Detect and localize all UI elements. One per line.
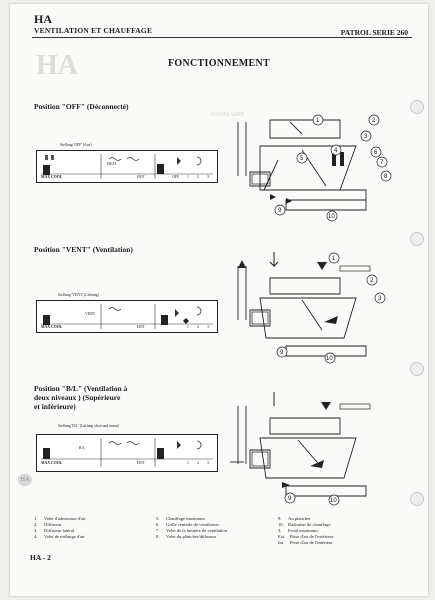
legend-item: 2.Diffuseur (34, 522, 62, 527)
callout-3: 3 (378, 296, 382, 302)
legend-item: 4.Volet de mélange d'air (34, 534, 85, 539)
callout-10: 10 (328, 214, 335, 220)
panel-label-speed-1: 1 (187, 461, 189, 465)
callout-8: 8 (384, 174, 388, 180)
legend-item: 7.Volet de la lumière de ventilation (156, 528, 228, 533)
callout-7: 7 (380, 160, 384, 166)
position-title-line-2: deux niveaux ) (Supérieure (34, 393, 121, 402)
bleed-through-text: SOMMAIRE (210, 112, 245, 118)
legend-column-3: 9.Au plancher 10.Radiateur de chauffage … (278, 516, 333, 546)
legend-column-1: 1.Volet d'admission d'air 2.Diffuseur 3.… (34, 516, 86, 540)
position-title-line-1: Position "B/L" (Ventilation à (34, 384, 128, 393)
callout-9: 9 (280, 350, 284, 356)
legend-item: 9.Au plancher (278, 516, 311, 521)
panel-caption: Stellung 'B/L' (Lüftung oben und unten) (58, 424, 119, 428)
bleed-through-text: HA (36, 50, 78, 81)
airflow-diagram-off: 1 2 3 4 5 6 7 8 9 10 (237, 114, 392, 222)
legend-item: 3.Froid maximum (278, 528, 318, 533)
callout-10: 10 (330, 498, 337, 504)
legend-item: Ext.Prise d'air de l'extérieur (278, 534, 334, 539)
airflow-diagram-vent: 1 2 3 9 10 (237, 252, 386, 364)
binder-hole (410, 362, 424, 376)
panel-caption: Stellung 'OFF' (Aus) (60, 143, 92, 147)
model-name: PATROL SERIE 260 (340, 28, 408, 37)
panel-label-b-l: B/L (79, 446, 85, 450)
callout-5: 5 (300, 156, 304, 162)
panel-label-hot: HOT (137, 325, 145, 329)
legend-item: Int.Prise d'air de l'intérieur (278, 540, 333, 545)
panel-label-speed-2: 2 (197, 461, 199, 465)
callout-3: 3 (364, 134, 368, 140)
panel-label-speed-2: 2 (197, 175, 199, 179)
panel-label-vent: VENT (85, 312, 96, 316)
header-rule (32, 37, 412, 38)
binder-hole (410, 232, 424, 246)
panel-label-speed-3: 3 (207, 461, 209, 465)
airflow-diagram-bl: 9 10 (230, 392, 371, 506)
panel-label-hot: HOT (137, 461, 145, 465)
binder-hole (410, 100, 424, 114)
legend-item: 3.Diffuseur latéral (34, 528, 75, 533)
panel-label-speed-1: 1 (187, 175, 189, 179)
panel-caption: Stellung 'VENT' (Lüftung) (58, 293, 99, 297)
panel-label-off: OFF (172, 175, 179, 179)
callout-4: 4 (334, 148, 338, 154)
callout-9: 9 (278, 208, 282, 214)
callout-2: 2 (370, 278, 374, 284)
panel-label-max-cool: MAX COOL (41, 325, 63, 329)
control-panel-graphic (41, 304, 213, 329)
legend-column-2: 5.Chauffage maximum 6.Grille centrale de… (156, 516, 227, 540)
legend-item: 1.Volet d'admission d'air (34, 516, 86, 521)
section-code: HA (34, 12, 52, 26)
position-title-line-3: et inférieure) (34, 402, 76, 411)
panel-label-hot: HOT (137, 175, 145, 179)
panel-label-heat: HEAT (107, 162, 117, 166)
panel-label-speed-2: 2 (197, 325, 199, 329)
legend-item: 6.Grille centrale de ventilation (156, 522, 219, 527)
position-title: Position "VENT" (Ventilation) (34, 245, 133, 254)
page-title: FONCTIONNEMENT (168, 58, 270, 69)
panel-label-max-cool: MAX COOL (41, 175, 63, 179)
position-title: Position "OFF" (Déconnecté) (34, 102, 129, 111)
panel-label-max-cool: MAX COOL (41, 461, 63, 465)
callout-2: 2 (372, 118, 376, 124)
callout-6: 6 (374, 150, 378, 156)
manual-page: HA SOMMAIRE HA VENTILATION ET CHAUFFAGE … (10, 4, 428, 596)
callout-10: 10 (326, 356, 333, 362)
callout-9: 9 (288, 496, 292, 502)
section-title: VENTILATION ET CHAUFFAGE (34, 26, 153, 35)
control-panel: MAX COOL VENT HOT 1 2 3 (36, 300, 218, 333)
side-tab: HA (18, 474, 32, 486)
legend-item: 10.Radiateur de chauffage (278, 522, 331, 527)
panel-label-speed-3: 3 (207, 325, 209, 329)
control-panel: MAX COOL B/L HOT 1 2 3 (36, 434, 218, 472)
callout-1: 1 (316, 118, 320, 124)
legend-item: 8.Volet du plancher/diffuseur (156, 534, 217, 539)
legend-item: 5.Chauffage maximum (156, 516, 205, 521)
control-panel: MAX COOL HEAT HOT OFF 1 2 3 (36, 150, 218, 183)
panel-label-speed-1: 1 (187, 325, 189, 329)
binder-hole (410, 492, 424, 506)
control-panel-graphic (41, 438, 213, 467)
panel-label-speed-3: 3 (207, 175, 209, 179)
callout-1: 1 (332, 256, 336, 262)
page-number: HA - 2 (30, 553, 51, 562)
control-panel-graphic (41, 154, 213, 179)
